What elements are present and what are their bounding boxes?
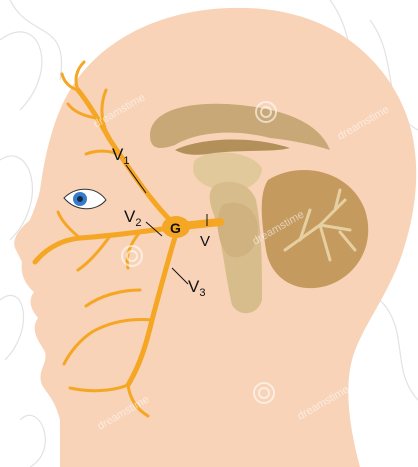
label-ganglion: G <box>170 220 181 236</box>
label-nerve: V <box>200 233 210 250</box>
